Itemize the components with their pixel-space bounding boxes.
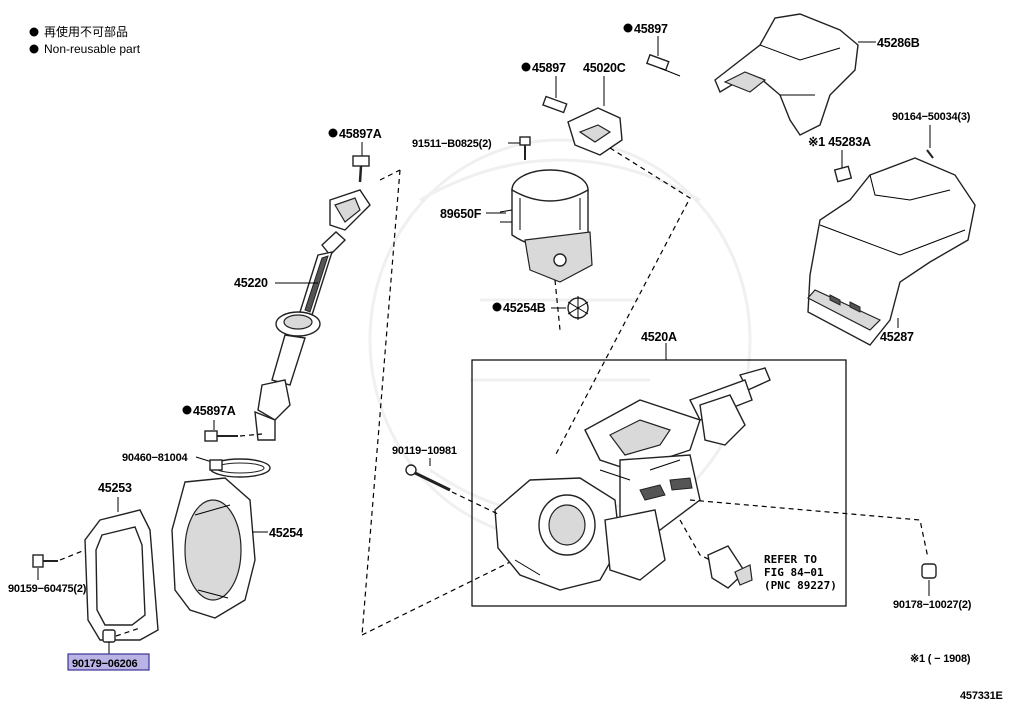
lock-bracket-45020C-drawing [567, 107, 623, 156]
cover-plate-45253-drawing [84, 509, 159, 641]
label-45220[interactable]: 45220 [234, 276, 268, 290]
label-45286B[interactable]: 45286B [877, 36, 920, 50]
bolt-45897A-bot-drawing [204, 430, 238, 442]
non-reusable-dot-icon [29, 27, 39, 37]
label-45897A-bot[interactable]: 45897A [193, 404, 236, 418]
bolt-90119-drawing [405, 464, 451, 492]
cover-clip-45283A-drawing [833, 165, 853, 183]
coupling-45254B-drawing [567, 296, 589, 320]
power-steering-motor-89650F-drawing [499, 169, 593, 283]
label-45897-mid[interactable]: 45897 [532, 61, 566, 75]
bolt-91511-drawing [519, 136, 531, 160]
intermediate-shaft-45220-drawing [254, 189, 371, 441]
non-reusable-dot-icon [328, 128, 338, 138]
footnote-range: ※1 ( − 1908) [910, 653, 971, 665]
non-reusable-dot-icon [521, 62, 531, 72]
steering-column-assembly-drawing [494, 367, 771, 591]
clamp-90460-drawing [209, 458, 271, 478]
nut-90178-drawing [921, 563, 937, 579]
bolt-45897A-top-drawing [352, 155, 370, 183]
label-45020C[interactable]: 45020C [583, 61, 626, 75]
label-90460-81004[interactable]: 90460−81004 [122, 452, 189, 464]
label-90178-10027[interactable]: 90178−10027(2) [893, 599, 972, 611]
label-90164-50034[interactable]: 90164−50034(3) [892, 111, 971, 123]
label-90119-10981[interactable]: 90119−10981 [392, 445, 457, 457]
refer-line2[interactable]: FIG 84−01 [764, 566, 824, 579]
label-45897-top[interactable]: 45897 [634, 22, 668, 36]
bolt-45897-top-drawing [645, 53, 681, 77]
legend-english: Non-reusable part [44, 42, 141, 56]
refer-line3[interactable]: (PNC 89227) [764, 579, 837, 592]
non-reusable-dot-icon [492, 302, 502, 312]
label-45254B[interactable]: 45254B [503, 301, 546, 315]
bolt-90159-drawing [32, 554, 58, 568]
label-45254[interactable]: 45254 [269, 526, 303, 540]
figure-id: 457331E [960, 690, 1003, 702]
label-90159-60475[interactable]: 90159−60475(2) [8, 583, 87, 595]
upper-column-cover-drawing [714, 13, 859, 136]
ecu-module-drawing [707, 545, 753, 589]
label-90179-06206[interactable]: 90179−06206 [72, 658, 138, 670]
label-45897A-top[interactable]: 45897A [339, 127, 382, 141]
non-reusable-dot-icon [623, 23, 633, 33]
column-hole-cover-45254-drawing [171, 477, 256, 619]
bolt-45897-mid-drawing [542, 95, 568, 114]
legend-japanese: 再使用不可部品 [44, 24, 128, 39]
highlight-box-90179-06206[interactable] [67, 653, 150, 671]
nut-90179-drawing [102, 629, 116, 643]
assembly-4520A-frame [471, 359, 847, 607]
lower-column-cover-drawing [807, 157, 976, 346]
screw-90164-drawing [926, 149, 934, 159]
label-45253[interactable]: 45253 [98, 481, 132, 495]
label-4520A[interactable]: 4520A [641, 330, 677, 344]
label-91511-B0825[interactable]: 91511−B0825(2) [412, 138, 492, 150]
legend: 再使用不可部品 Non-reusable part [29, 24, 141, 56]
label-89650F[interactable]: 89650F [440, 207, 482, 221]
refer-line1: REFER TO [764, 553, 817, 566]
non-reusable-dot-icon [182, 405, 192, 415]
label-45287[interactable]: 45287 [880, 330, 914, 344]
label-45283A[interactable]: ※1 45283A [808, 135, 871, 149]
non-reusable-dot-icon [29, 44, 39, 54]
